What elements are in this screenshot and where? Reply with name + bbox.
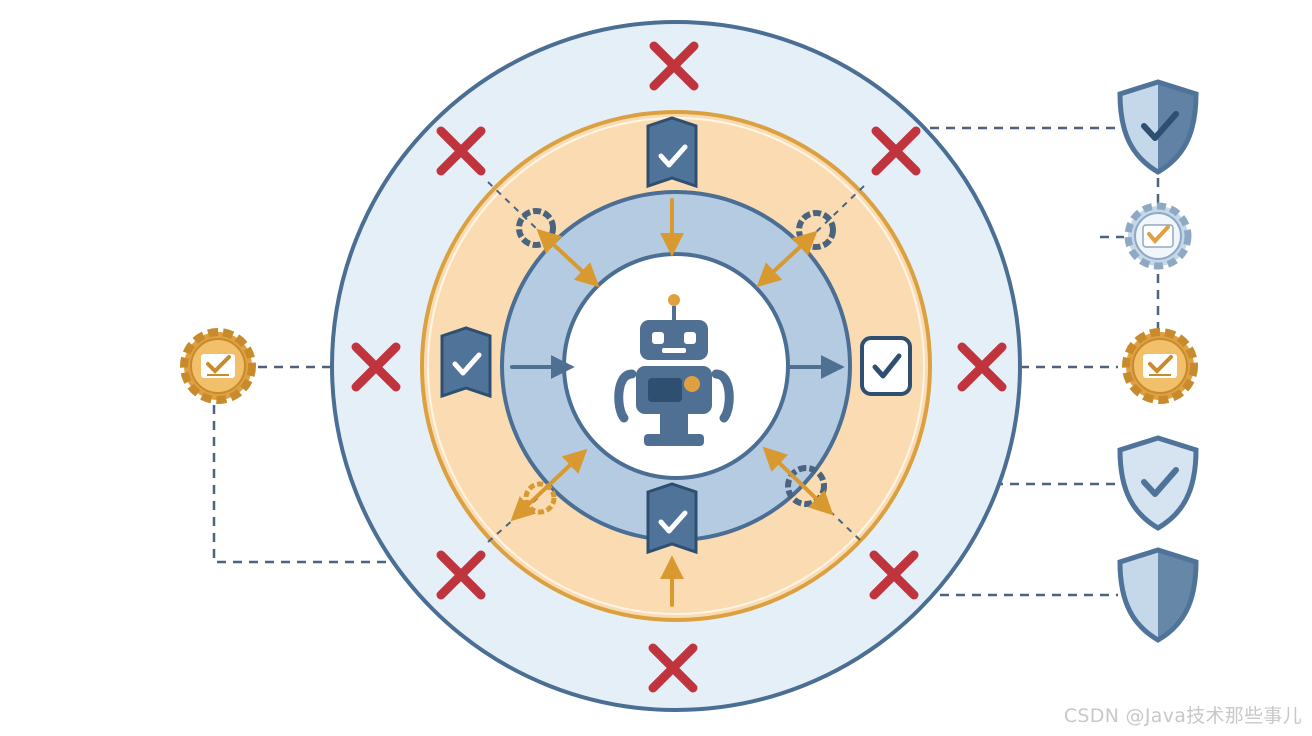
- shield-check-icon: [646, 482, 698, 555]
- right-badge-column: [1117, 79, 1199, 643]
- connection-left-bottom: [212, 405, 390, 564]
- gear-certificate-icon: [1122, 328, 1198, 404]
- cross-mark-icon: [871, 126, 921, 176]
- cross-mark-icon: [351, 342, 401, 392]
- gear-certificate-icon: [180, 328, 256, 404]
- flow-arrows: [510, 198, 845, 607]
- watermark: CSDN @Java技术那些事儿: [1063, 705, 1302, 727]
- cross-mark-icon: [649, 41, 699, 91]
- shield-icon: [1117, 547, 1199, 643]
- shield-check-icon: [646, 116, 698, 189]
- cross-mark-icon: [869, 550, 919, 600]
- cross-mark-icon: [957, 342, 1007, 392]
- cross-mark-icon: [436, 126, 486, 176]
- gear-certificate-icon: [1124, 202, 1192, 270]
- shield-check-icon: [440, 326, 492, 399]
- arrow-icon: [536, 228, 600, 288]
- diagonal-guides: [487, 181, 865, 543]
- robot-icon: [614, 294, 734, 446]
- gear-icon: [516, 208, 556, 248]
- arrow-icon: [756, 230, 818, 288]
- orange-ring-badges: [440, 116, 912, 555]
- blocked-marks: [351, 41, 1007, 693]
- arrow-icon: [510, 448, 588, 522]
- shield-check-icon: [1117, 435, 1199, 531]
- shield-check-icon: [1117, 79, 1199, 175]
- cross-mark-icon: [648, 643, 698, 693]
- arrow-icon: [762, 446, 834, 516]
- cross-mark-icon: [436, 550, 486, 600]
- rounded-check-icon: [860, 336, 912, 396]
